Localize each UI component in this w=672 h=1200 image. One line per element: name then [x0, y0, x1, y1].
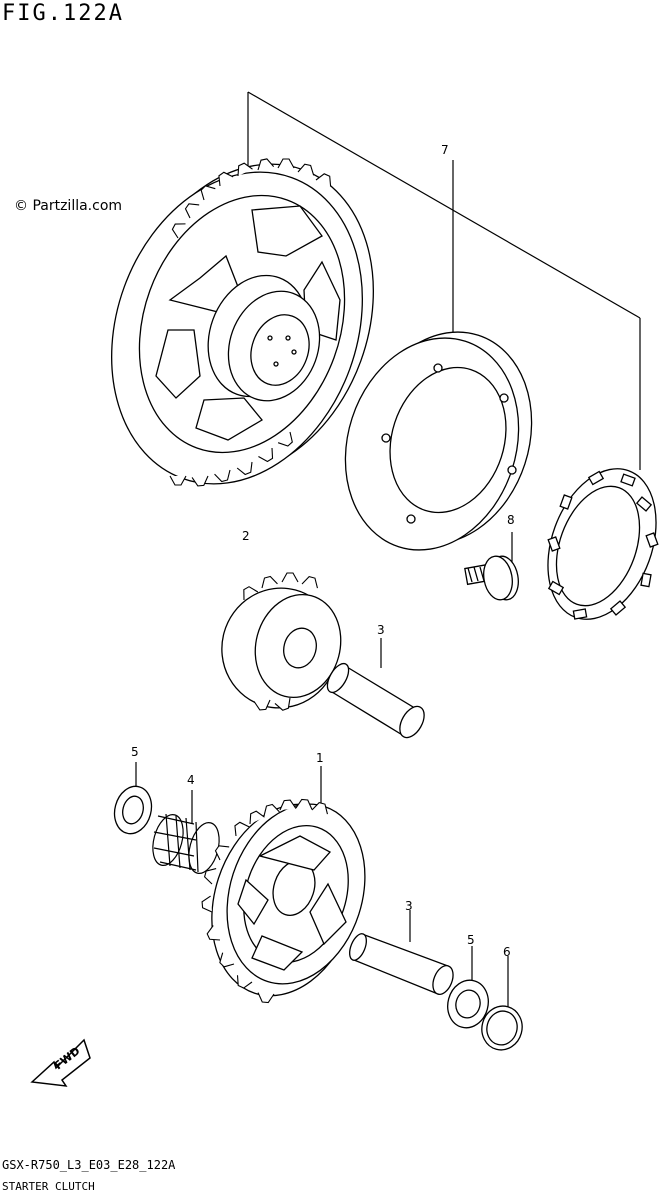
- callout-2: 2: [242, 529, 250, 543]
- diagram-caption: STARTER CLUTCH: [2, 1180, 95, 1193]
- fwd-arrow-icon: FWD: [30, 1038, 91, 1087]
- callout-labels: 7 8 2 3 5 4 1 3 5 6: [131, 143, 515, 959]
- bolt: [464, 555, 519, 601]
- washer-left: [113, 785, 153, 835]
- one-way-clutch: [547, 468, 659, 620]
- washer-6: [481, 1005, 523, 1051]
- starter-driven-gear: [200, 798, 366, 1004]
- callout-5-right: 5: [467, 933, 475, 947]
- callout-6: 6: [503, 945, 511, 959]
- callout-5-left: 5: [131, 745, 139, 759]
- callout-3-lower: 3: [405, 899, 413, 913]
- shaft-upper: [326, 662, 425, 739]
- starter-clutch-flange: [344, 331, 533, 551]
- starter-clutch-gear: [111, 157, 374, 488]
- callout-3-upper: 3: [377, 623, 385, 637]
- shaft-lower: [349, 933, 454, 995]
- callout-1: 1: [316, 751, 324, 765]
- model-code: GSX-R750_L3_E03_E28_122A: [2, 1158, 176, 1172]
- callout-8: 8: [507, 513, 515, 527]
- washer-right: [447, 979, 489, 1029]
- idle-gear: [221, 572, 342, 713]
- page-title: FIG.122A: [2, 1, 124, 26]
- needle-bearing: [152, 813, 220, 874]
- callout-7: 7: [441, 143, 449, 157]
- callout-4: 4: [187, 773, 195, 787]
- watermark: © Partzilla.com: [14, 198, 123, 214]
